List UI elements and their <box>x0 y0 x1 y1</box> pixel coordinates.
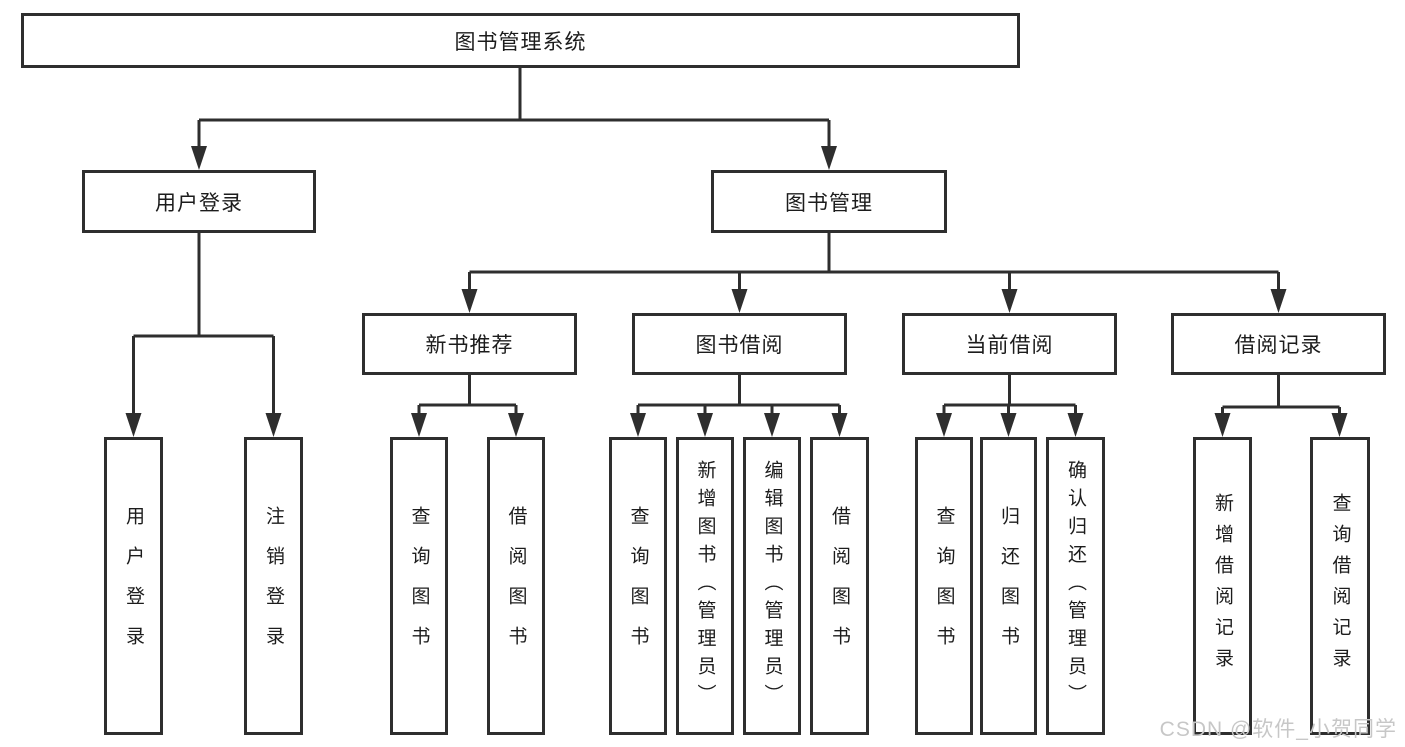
csdn-watermark: CSDN @软件_小贺同学 <box>1159 718 1397 741</box>
node-library-management-system: 图书管理系统 <box>21 13 1020 68</box>
node-label: 用户登录 <box>123 506 144 666</box>
node-label: 查询图书 <box>627 506 649 666</box>
node-new-book-recommend: 新书推荐 <box>362 313 577 375</box>
leaf-logout: 注销登录 <box>244 437 303 735</box>
node-book-borrowing: 图书借阅 <box>632 313 847 375</box>
leaf-query-books: 查询图书 <box>915 437 973 735</box>
node-label: 借阅图书 <box>829 506 850 666</box>
leaf-add-book-admin: 新增图书（管理员） <box>676 437 734 735</box>
node-label: 图书借阅 <box>695 334 784 357</box>
node-label: 借阅记录 <box>1234 334 1323 357</box>
node-label: 图书管理系统 <box>454 30 587 54</box>
node-label: 查询图书 <box>933 506 955 666</box>
node-label: 查询图书 <box>408 506 430 666</box>
node-label: 归还图书 <box>998 506 1019 666</box>
leaf-edit-book-admin: 编辑图书（管理员） <box>743 437 801 735</box>
node-label: 查询借阅记录 <box>1329 493 1351 679</box>
leaf-confirm-return-admin: 确认归还（管理员） <box>1046 437 1105 735</box>
leaf-query-borrow-record: 查询借阅记录 <box>1310 437 1370 735</box>
leaf-borrow-books: 借阅图书 <box>487 437 545 735</box>
node-label: 注销登录 <box>263 506 284 666</box>
leaf-query-books: 查询图书 <box>390 437 448 735</box>
node-book-management: 图书管理 <box>711 170 947 233</box>
node-label: 当前借阅 <box>965 334 1054 357</box>
node-user-login: 用户登录 <box>82 170 316 233</box>
node-borrowing-records: 借阅记录 <box>1171 313 1386 375</box>
node-label: 确认归还（管理员） <box>1065 460 1086 712</box>
node-current-borrowing: 当前借阅 <box>902 313 1117 375</box>
node-label: 借阅图书 <box>505 506 527 666</box>
node-label: 新增借阅记录 <box>1212 493 1233 679</box>
leaf-borrow-books: 借阅图书 <box>810 437 869 735</box>
node-label: 图书管理 <box>785 191 873 215</box>
leaf-query-books: 查询图书 <box>609 437 667 735</box>
node-label: 新书推荐 <box>425 334 514 357</box>
leaf-user-login: 用户登录 <box>104 437 163 735</box>
node-label: 新增图书（管理员） <box>694 460 716 712</box>
node-label: 用户登录 <box>155 191 243 215</box>
node-label: 编辑图书（管理员） <box>761 460 783 712</box>
leaf-return-books: 归还图书 <box>980 437 1037 735</box>
leaf-add-borrow-record: 新增借阅记录 <box>1193 437 1252 735</box>
